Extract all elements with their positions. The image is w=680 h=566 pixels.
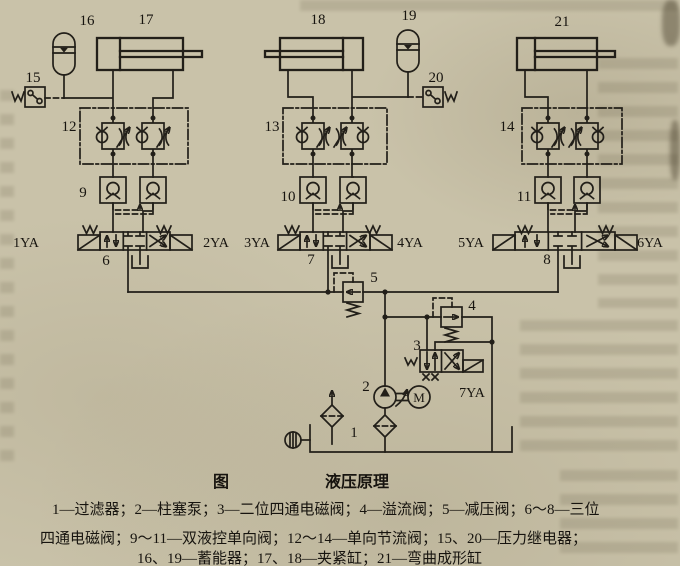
cylinder-17: 17 xyxy=(95,12,204,72)
component-number: 12 xyxy=(62,119,77,135)
component-number: 20 xyxy=(429,70,444,86)
component-number: 17 xyxy=(139,12,155,28)
pipe xyxy=(312,153,354,178)
component-number: 18 xyxy=(311,12,326,28)
solenoid-label: 3YA xyxy=(244,236,271,251)
solenoid-valve-3: 3 7YA xyxy=(403,316,493,401)
main-pressure-line xyxy=(127,289,559,387)
spring-w-symbol xyxy=(403,356,419,367)
solenoid-valve-8: 5YA 6YA 8 xyxy=(458,225,664,268)
accumulator-16: 16 xyxy=(52,13,96,99)
component-number: 3 xyxy=(413,338,421,354)
component-number: 4 xyxy=(468,298,476,314)
electric-w-symbol xyxy=(443,90,459,104)
pipe xyxy=(312,202,354,233)
suction-filter-1: 1 xyxy=(350,407,398,453)
accumulator-19: 19 xyxy=(396,8,420,98)
component-number: 9 xyxy=(79,185,87,201)
pipe xyxy=(327,249,341,293)
oil-tank xyxy=(309,424,513,453)
relief-valve-4: 4 xyxy=(432,297,495,452)
electric-w-symbol xyxy=(10,90,26,104)
solenoid-label: 6YA xyxy=(637,236,664,251)
pipe xyxy=(557,249,573,293)
rotation-arrow xyxy=(394,390,407,408)
one-way-throttle-12: 12 xyxy=(62,107,189,165)
solenoid-label: 2YA xyxy=(203,236,230,251)
pipe xyxy=(524,69,588,119)
solenoid-label: 7YA xyxy=(459,386,486,401)
component-number: 10 xyxy=(281,189,296,205)
component-number: 15 xyxy=(26,70,41,86)
pipe xyxy=(63,69,174,119)
figure-title: 液压原理 xyxy=(325,474,390,491)
solenoid-label: 5YA xyxy=(458,236,485,251)
legend-line-1: 1—过滤器；2—柱塞泵；3—二位四通电磁阀；4—溢流阀；5—减压阀；6～8—三位 xyxy=(52,502,600,518)
component-number: 2 xyxy=(362,379,370,395)
pressure-relay-15: 15 xyxy=(10,70,65,108)
pipe xyxy=(127,249,141,293)
figure-caption-title: 图 液压原理 xyxy=(213,468,389,492)
pipe xyxy=(547,202,588,233)
component-number: 5 xyxy=(370,270,378,286)
solenoid-valve-6: 1YA 2YA 6 xyxy=(13,225,230,269)
cylinder-18: 18 xyxy=(263,12,365,72)
electric-motor: M xyxy=(394,385,431,409)
one-way-throttle-14: 14 xyxy=(500,107,623,165)
air-filter xyxy=(319,391,345,445)
solenoid-label: 1YA xyxy=(13,236,40,251)
component-number: 14 xyxy=(500,119,516,135)
hydraulic-schematic: 16 15 17 12 xyxy=(10,8,664,453)
level-gauge xyxy=(284,431,311,449)
pipe xyxy=(112,202,154,233)
component-number: 16 xyxy=(80,13,96,29)
pipe xyxy=(547,153,588,178)
component-number: 8 xyxy=(543,252,551,268)
motor-label: M xyxy=(413,390,425,405)
solenoid-valve-7: 3YA 4YA 7 xyxy=(244,225,424,268)
component-number: 7 xyxy=(307,252,315,268)
component-number: 1 xyxy=(350,425,358,441)
legend-line-3: 16、19—蓄能器；17、18—夹紧缸；21—弯曲成形缸 xyxy=(137,551,483,566)
component-number: 6 xyxy=(102,253,110,269)
cylinder-21: 21 xyxy=(515,14,617,72)
one-way-throttle-13: 13 xyxy=(265,107,388,165)
component-number: 11 xyxy=(517,189,531,205)
solenoid-label: 4YA xyxy=(397,236,424,251)
reducing-valve-5: 5 xyxy=(333,270,378,319)
component-number: 13 xyxy=(265,119,280,135)
figure-word: 图 xyxy=(213,474,230,491)
pressure-relay-20: 20 xyxy=(407,70,459,108)
component-number: 21 xyxy=(555,14,570,30)
component-number: 19 xyxy=(402,8,417,24)
pipe xyxy=(112,153,154,178)
legend-line-2: 四通电磁阀；9～11—双液控单向阀；12～14—单向节流阀；15、20—压力继电… xyxy=(40,531,587,547)
pipe xyxy=(287,69,409,119)
